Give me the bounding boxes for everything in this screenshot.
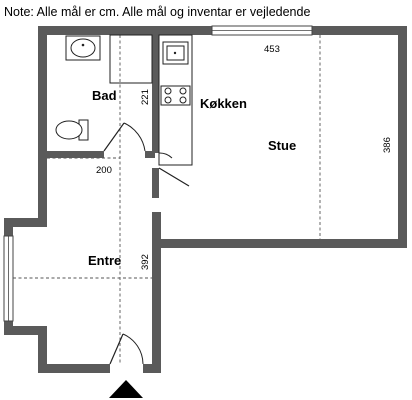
sink-icon [65,35,101,61]
entrance-door [109,333,144,365]
room-label-stue: Stue [268,138,296,153]
walls [4,26,407,373]
plan-note: Note: Alle mål er cm. Alle mål og invent… [4,5,311,19]
kitchen-partition-lower [152,168,159,198]
stue-window [211,25,313,36]
bath-fixtures [55,34,153,141]
entre-bottom-wall [4,326,47,335]
room-label-entre: Entre [88,253,121,268]
dim-bad-width: 200 [96,165,112,176]
doors [103,122,190,365]
stove-icon [160,85,191,106]
entre-top-wall [4,218,47,227]
room-label-bad: Bad [92,88,117,103]
dim-stue-height: 386 [382,137,393,153]
left-wall-lower [38,326,47,373]
windows [3,25,313,322]
kitchen-fixtures [158,34,193,166]
dim-entre-height: 392 [140,254,151,270]
room-label-kokken: Køkken [200,96,247,111]
bath-bottom-wall [47,151,104,158]
bath-wall-stub [145,151,155,158]
toilet-icon [55,119,89,141]
kitchen-partition-upper [152,35,159,153]
shower-area [109,34,153,84]
bath-door [103,122,146,152]
kitchen-sink-icon [162,41,189,65]
dim-stue-width: 453 [264,44,280,55]
kitchen-counter [158,34,193,166]
dim-bad-height: 221 [140,89,151,105]
entrance-arrow-icon [109,380,143,398]
left-wall-upper [38,26,47,226]
right-wall [398,26,407,248]
bottom-wall-left [38,364,110,373]
top-wall-right [312,26,407,35]
guide-lines [13,35,321,364]
top-wall-left [38,26,212,35]
entre-right-wall [152,212,161,373]
stue-bottom-wall [152,239,407,248]
kitchen-door [158,152,190,187]
entre-window [3,235,14,322]
